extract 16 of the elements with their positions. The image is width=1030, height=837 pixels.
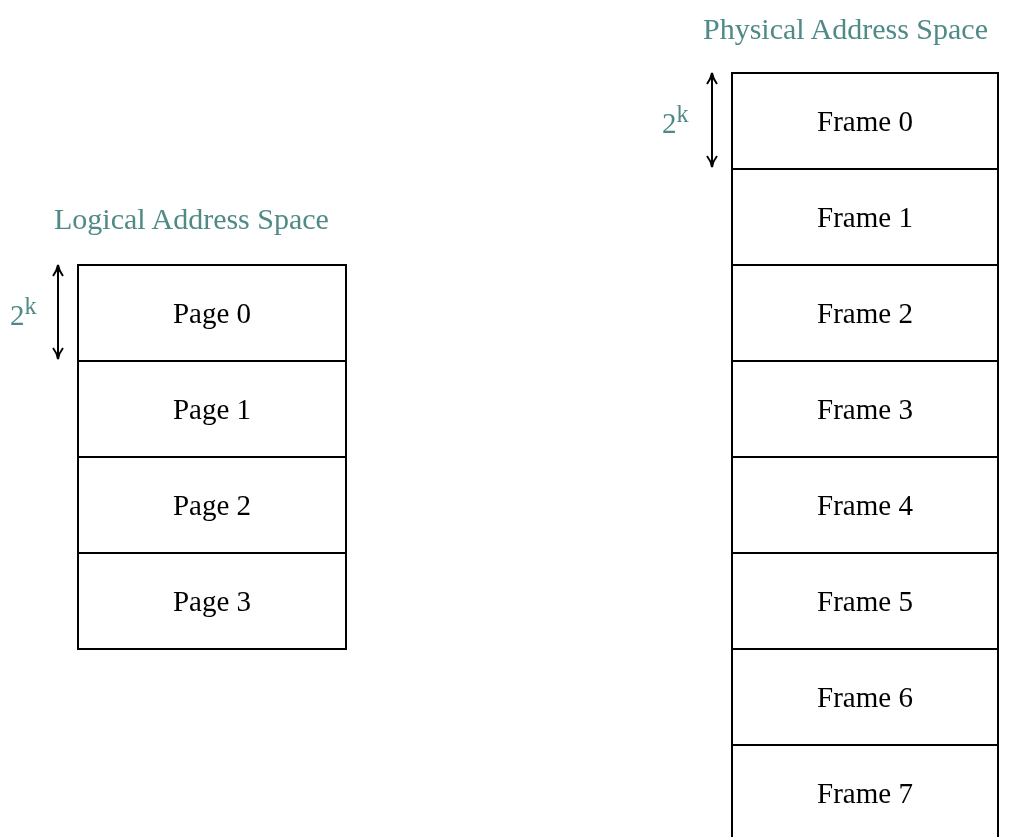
memory-block: Frame 3 [731, 360, 999, 458]
size-label: 2$^{k}$ [10, 292, 37, 332]
stack-heading: Physical Address Space [703, 12, 988, 46]
memory-block: Frame 6 [731, 648, 999, 746]
memory-block: Frame 5 [731, 552, 999, 650]
memory-block: Frame 7 [731, 744, 999, 837]
memory-block: Frame 4 [731, 456, 999, 554]
memory-block: Page 1 [77, 360, 347, 458]
stack-heading: Logical Address Space [54, 202, 329, 236]
memory-block: Frame 2 [731, 264, 999, 362]
memory-block: Frame 1 [731, 168, 999, 266]
size-label: 2$^{k}$ [662, 100, 689, 140]
memory-block: Frame 0 [731, 72, 999, 170]
memory-block: Page 2 [77, 456, 347, 554]
memory-block: Page 3 [77, 552, 347, 650]
memory-block: Page 0 [77, 264, 347, 362]
